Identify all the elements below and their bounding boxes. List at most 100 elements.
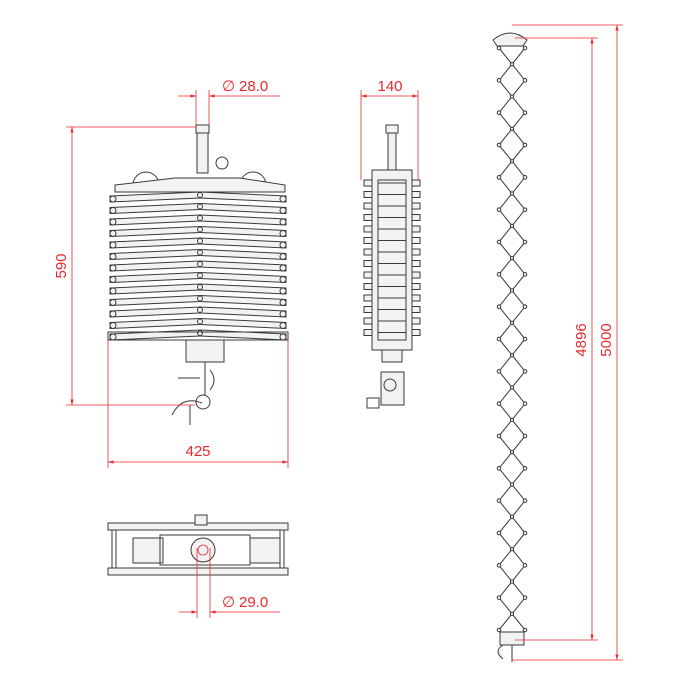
truss-pivot (522, 563, 528, 568)
slat-end-right (411, 271, 421, 279)
truss-pivot (496, 304, 502, 309)
truss-pivot-center (509, 547, 515, 552)
truss-bottom-clamp (497, 631, 525, 662)
pivot-right (279, 287, 287, 295)
truss-pivot (522, 336, 528, 342)
slat-end-right (411, 283, 421, 290)
truss-pivot (496, 110, 502, 115)
truss-pivot-center (509, 256, 515, 261)
truss-pivot (522, 627, 528, 633)
side-view (363, 124, 421, 409)
slat-right (199, 202, 287, 215)
truss-pivot (522, 207, 528, 212)
truss-pivot (522, 466, 528, 471)
slat-left (109, 283, 201, 295)
truss-pivot (496, 466, 502, 471)
slat-left (109, 306, 201, 318)
truss-pivot-center (509, 353, 515, 358)
truss-pivot (496, 336, 502, 342)
dimension-width: 425 (107, 340, 289, 468)
safety-pin (195, 394, 211, 410)
end-post-right (279, 529, 285, 569)
side-inner (377, 179, 407, 341)
slat-right (199, 248, 287, 261)
truss-pivot-center (509, 450, 515, 455)
truss-pivot-center (509, 385, 515, 390)
truss-pivot-center (509, 482, 515, 487)
truss-pivot (522, 595, 528, 600)
truss-pivot (496, 175, 502, 180)
truss-pivot (496, 272, 502, 277)
safety-cable (171, 400, 203, 425)
height-label: 590 (53, 253, 70, 278)
pivot-right (279, 299, 287, 306)
slat-end-right (411, 237, 421, 244)
pivot-right (279, 207, 287, 214)
side-bracket (381, 349, 403, 363)
diameter-bottom-symbol: ∅ (222, 594, 235, 611)
truss-pivot-center (509, 288, 515, 293)
slat-right (199, 271, 287, 284)
truss-pivot (522, 78, 528, 83)
slat-right (199, 237, 287, 249)
slat-right (199, 225, 287, 238)
slat-end-left (363, 283, 373, 290)
slat-end-left (363, 294, 373, 302)
slat-end-right (411, 248, 421, 256)
spigot-section (190, 537, 216, 563)
pivot-center (197, 226, 203, 233)
slat-right (199, 260, 287, 272)
dimension-extended-overall: 5000 (512, 24, 623, 661)
slat-left (109, 225, 201, 238)
spigot-center (197, 544, 209, 556)
extended-overall-label: 5000 (598, 323, 615, 356)
side-slat-ends (363, 179, 421, 336)
truss-pivot (496, 627, 502, 633)
slat-left (109, 317, 201, 330)
pivot-left (109, 230, 117, 237)
slat-right (199, 214, 287, 226)
slat-left (109, 202, 201, 215)
truss-pivot (496, 78, 502, 83)
pivot-left (109, 333, 117, 341)
slat-end-left (363, 179, 373, 187)
pivot-left (109, 310, 117, 318)
width-label: 425 (185, 443, 210, 460)
truss-pivot-center (509, 223, 515, 228)
pivot-left (109, 264, 117, 272)
slat-right (199, 317, 287, 330)
slat-end-left (363, 237, 373, 244)
slat-end-right (411, 329, 421, 336)
truss-lattice (498, 47, 526, 631)
pivot-left (109, 207, 117, 214)
truss-pivot (496, 401, 502, 406)
truss-pivot (496, 433, 502, 439)
truss-pivot-center (509, 579, 515, 584)
spigot-top (195, 124, 210, 134)
truss-pivot (522, 272, 528, 277)
dimension-extended-inner: 4896 (515, 37, 598, 641)
truss-pivot (496, 530, 502, 536)
extended-inner-label: 4896 (573, 323, 590, 356)
slat-end-left (363, 214, 373, 221)
pivot-left (109, 322, 117, 329)
truss-pivot-center (509, 94, 515, 99)
pivot-center (197, 192, 203, 198)
slat-left (109, 294, 201, 307)
slat-end-right (411, 260, 421, 267)
pivot-right (279, 218, 287, 226)
slat-end-right (411, 214, 421, 221)
truss-pivot (496, 563, 502, 568)
slat-left (109, 260, 201, 272)
truss-pivot (522, 45, 528, 51)
extended-lattice (492, 32, 528, 662)
roller-right (249, 537, 281, 564)
truss-pivot (496, 239, 502, 245)
lifting-eye (215, 156, 229, 170)
slat-end-left (363, 271, 373, 279)
dimension-depth: 140 (360, 78, 419, 180)
pivot-left (109, 218, 117, 226)
pivot-right (279, 322, 287, 329)
slat-left (109, 237, 201, 249)
